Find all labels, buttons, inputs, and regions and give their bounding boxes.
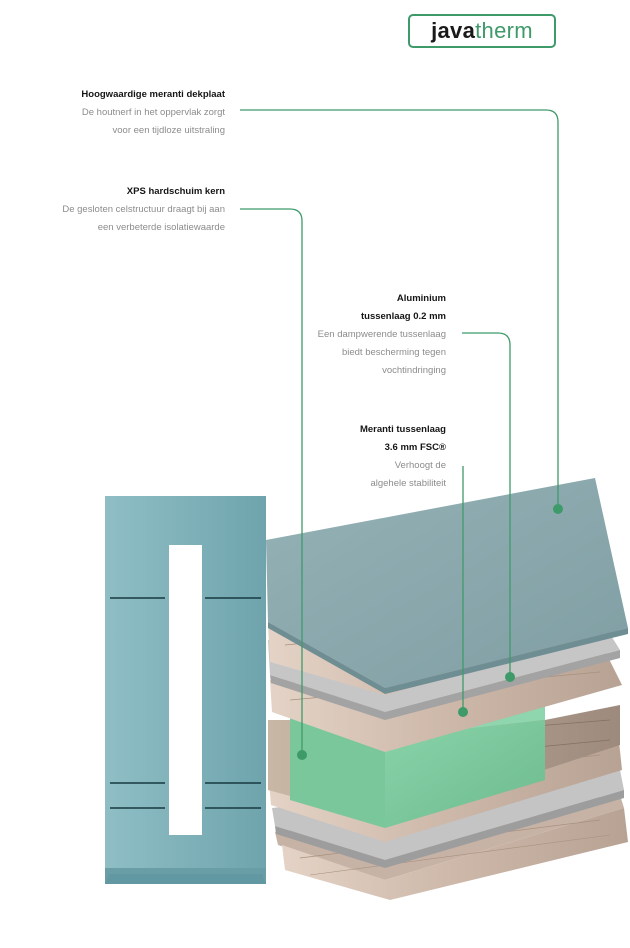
- label-description: De houtnerf in het oppervlak zorgt: [81, 107, 225, 118]
- callout-dot-icon: [505, 672, 515, 682]
- label-description: algehele stabiliteit: [370, 478, 446, 489]
- callout-line-xps: [240, 208, 303, 755]
- callout-dot-icon: [297, 750, 307, 760]
- brand-part-2: therm: [475, 18, 533, 43]
- label-title: Hoogwaardige meranti dekplaat: [81, 89, 225, 100]
- callout-dot-icon: [553, 504, 563, 514]
- label-description: De gesloten celstructuur draagt bij aan: [62, 204, 225, 215]
- brand-part-1: java: [431, 18, 476, 43]
- label-description: Verhoogt de: [394, 460, 446, 471]
- label-description: vochtindringing: [382, 365, 446, 376]
- label-title: 3.6 mm FSC®: [384, 442, 446, 453]
- label-aluminium: Aluminium tussenlaag 0.2 mm Een dampwere…: [318, 290, 446, 380]
- label-xps: XPS hardschuim kern De gesloten celstruc…: [62, 183, 225, 237]
- label-dekplaat: Hoogwaardige meranti dekplaat De houtner…: [81, 86, 225, 140]
- top-deck-plate: [266, 478, 628, 694]
- layer-stack: [266, 478, 628, 900]
- door-glass-window: [169, 545, 202, 835]
- door-panel: [105, 496, 266, 884]
- callout-line-aluminium: [462, 332, 511, 677]
- label-description: biedt bescherming tegen: [341, 347, 446, 358]
- label-title: XPS hardschuim kern: [126, 186, 225, 197]
- label-description: voor een tijdloze uitstraling: [112, 125, 225, 136]
- label-meranti: Meranti tussenlaag 3.6 mm FSC® Verhoogt …: [360, 421, 446, 493]
- label-description: een verbeterde isolatiewaarde: [97, 222, 225, 233]
- label-title: Aluminium: [396, 293, 446, 304]
- label-title: tussenlaag 0.2 mm: [360, 311, 446, 322]
- callout-dot-icon: [458, 707, 468, 717]
- callout-line-dekplaat: [240, 109, 559, 509]
- label-description: Een dampwerende tussenlaag: [317, 329, 446, 340]
- label-title: Meranti tussenlaag: [359, 424, 446, 435]
